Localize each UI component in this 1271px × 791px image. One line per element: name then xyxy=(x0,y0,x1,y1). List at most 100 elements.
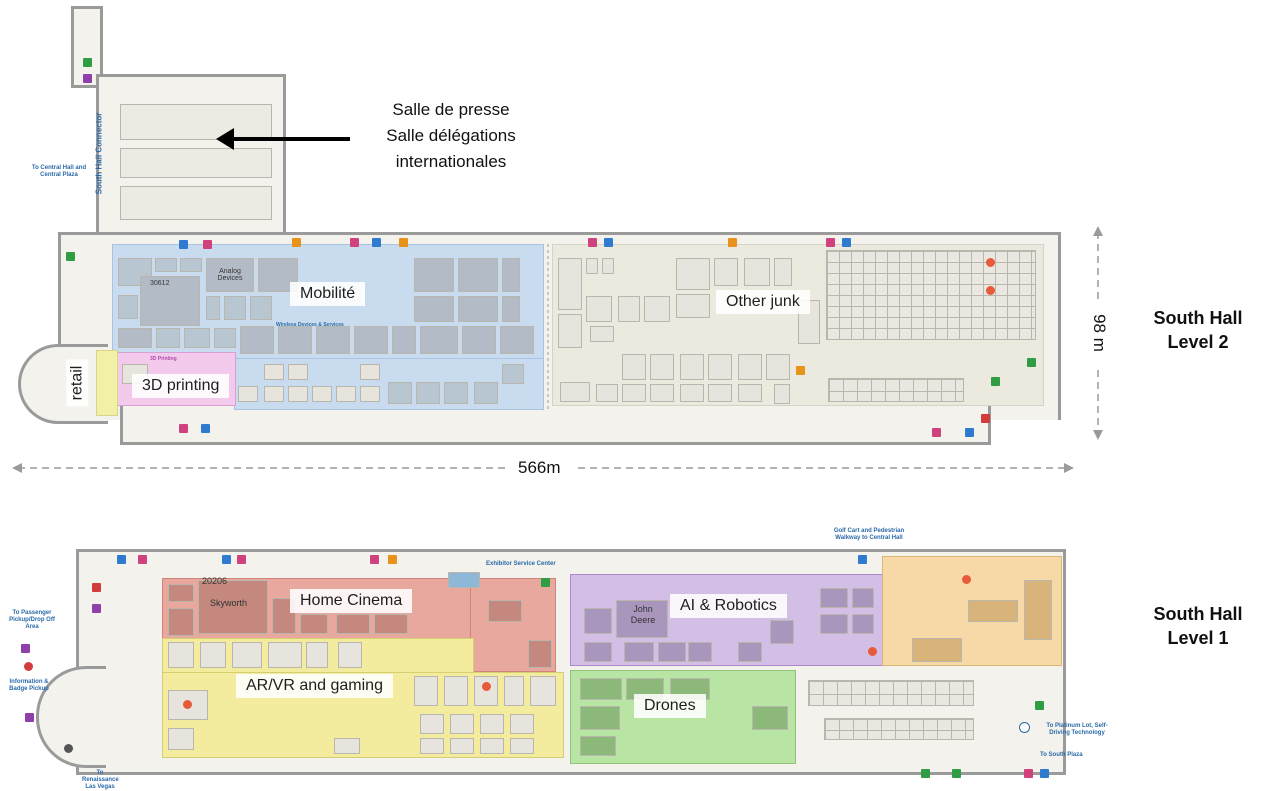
booth-grid xyxy=(808,680,974,706)
booth xyxy=(580,678,622,700)
booth xyxy=(444,382,468,404)
restroom-icon xyxy=(604,238,613,247)
booth xyxy=(156,328,180,348)
booth xyxy=(392,326,416,354)
booth xyxy=(580,706,620,730)
booth xyxy=(528,640,552,668)
booth xyxy=(510,714,534,734)
level2-hall-lower xyxy=(120,405,991,445)
booth xyxy=(558,314,582,348)
3d-printing-small-label: 3D Printing xyxy=(150,356,177,362)
booth-30612-label: 30612 xyxy=(150,280,170,287)
john-deere-label: John Deere xyxy=(630,604,656,625)
booth xyxy=(155,258,177,272)
booth xyxy=(334,738,360,754)
booth-grid xyxy=(828,378,964,402)
booth xyxy=(774,384,790,404)
booth xyxy=(238,386,258,402)
booth xyxy=(590,326,614,342)
drone-cage-icon xyxy=(183,700,192,709)
booth xyxy=(774,258,792,286)
booth xyxy=(622,354,646,380)
booth xyxy=(852,614,874,634)
booth xyxy=(118,328,152,348)
elevator-icon xyxy=(83,58,92,67)
booth xyxy=(306,642,328,668)
exit-icon xyxy=(541,578,550,587)
booth xyxy=(264,364,284,380)
food-icon xyxy=(292,238,301,247)
booth xyxy=(852,588,874,608)
booth xyxy=(912,638,962,662)
other-junk-label: Other junk xyxy=(716,290,810,314)
booth xyxy=(180,258,202,272)
restroom-icon xyxy=(842,238,851,247)
booth xyxy=(338,642,362,668)
press-line1: Salle de presse xyxy=(392,100,510,119)
restroom-icon xyxy=(370,555,379,564)
exit-icon xyxy=(1035,701,1044,710)
booth xyxy=(360,364,380,380)
booth-30612 xyxy=(140,276,200,326)
booth xyxy=(184,328,210,348)
restroom-icon xyxy=(826,238,835,247)
booth xyxy=(584,608,612,634)
booth xyxy=(168,584,194,602)
width-arrow-right xyxy=(1064,463,1074,473)
booth xyxy=(480,738,504,754)
press-line2: Salle délégations xyxy=(386,126,516,145)
booth xyxy=(168,642,194,668)
booth xyxy=(738,642,762,662)
information-badge-text: Information & Badge Pickup xyxy=(9,679,49,692)
to-south-plaza-text: To South Plaza xyxy=(1040,752,1083,758)
booth xyxy=(504,676,524,706)
first-aid-icon xyxy=(981,414,990,423)
info-icon xyxy=(83,74,92,83)
restroom-icon xyxy=(588,238,597,247)
booth-skyworth xyxy=(198,580,268,634)
restroom-icon xyxy=(1040,769,1049,778)
booth xyxy=(450,714,474,734)
restroom-icon xyxy=(932,428,941,437)
booth xyxy=(168,608,194,636)
booth xyxy=(288,386,308,402)
level1-title-line2: Level 1 xyxy=(1167,628,1229,648)
booth xyxy=(586,296,612,322)
booth xyxy=(312,386,332,402)
booth xyxy=(458,258,498,292)
booth xyxy=(680,354,704,380)
booth xyxy=(530,676,556,706)
booth xyxy=(560,382,590,402)
booth xyxy=(688,642,712,662)
level1-title-line1: South Hall xyxy=(1153,604,1243,624)
golf-cart-text: Golf Cart and Pedestrian Walkway to Cent… xyxy=(833,528,905,541)
home-cinema-label: Home Cinema xyxy=(290,589,413,613)
exit-icon xyxy=(1027,358,1036,367)
food-icon xyxy=(388,555,397,564)
width-label: 566m xyxy=(518,458,561,477)
booth xyxy=(268,642,302,668)
booth xyxy=(744,258,770,286)
booth xyxy=(714,258,738,286)
to-platinum-text: To Platinum Lot, Self-Driving Technology xyxy=(1046,723,1108,736)
press-annotation: Salle de presse Salle délégations intern… xyxy=(356,97,546,175)
booth xyxy=(168,728,194,750)
booth xyxy=(676,294,710,318)
booth xyxy=(820,588,848,608)
booth xyxy=(420,714,444,734)
booth-grid xyxy=(826,250,1036,340)
booth xyxy=(444,676,468,706)
retail-zone xyxy=(96,350,118,416)
booth xyxy=(458,296,498,322)
booth xyxy=(232,642,262,668)
booth xyxy=(206,296,220,320)
booth xyxy=(414,676,438,706)
booth xyxy=(278,326,312,354)
info-icon xyxy=(25,713,34,722)
booth xyxy=(264,386,284,402)
drones-label: Drones xyxy=(634,694,706,718)
booth xyxy=(738,384,762,402)
booth xyxy=(336,614,370,634)
booth xyxy=(448,572,480,588)
restroom-icon xyxy=(179,424,188,433)
